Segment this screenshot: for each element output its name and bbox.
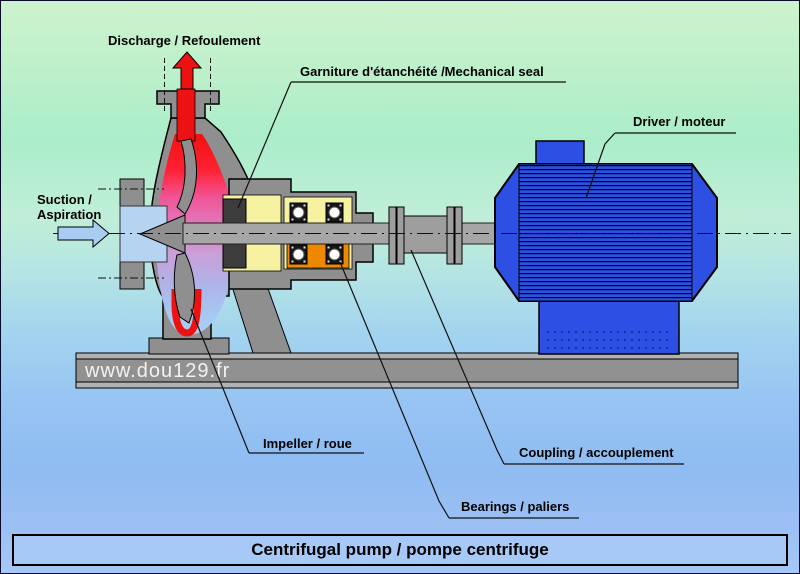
pump-pedestal — [148, 337, 230, 355]
watermark-text: www.dou129.fr — [84, 360, 230, 382]
label-suction: Suction / Aspiration — [37, 192, 101, 222]
discharge-flow-arrow — [171, 51, 203, 90]
coupling-assembly — [388, 206, 463, 265]
motor — [494, 140, 718, 355]
housing-support — [230, 282, 292, 354]
label-suction-line1: Suction / — [37, 192, 92, 207]
label-coupling: Coupling / accouplement — [519, 445, 674, 460]
suction-flow-arrow — [57, 218, 110, 249]
label-mechanical-seal: Garniture d'étanchéité /Mechanical seal — [300, 64, 544, 79]
diagram-title-bar: Centrifugal pump / pompe centrifuge — [12, 534, 788, 566]
diagram-title: Centrifugal pump / pompe centrifuge — [251, 540, 549, 559]
motor-foot — [538, 300, 680, 355]
volute-bottom-channel — [171, 288, 202, 337]
mechanical-seal-block-lower — [222, 243, 247, 269]
mechanical-seal-block — [222, 198, 247, 224]
label-discharge: Discharge / Refoulement — [108, 33, 261, 48]
label-bearings: Bearings / paliers — [461, 499, 570, 514]
baseplate: www.dou129.fr — [75, 352, 739, 389]
centerlines — [53, 58, 791, 279]
leader-lines — [190, 81, 736, 519]
motor-fins — [518, 163, 693, 302]
discharge-channel — [176, 88, 196, 142]
motor-terminal-box — [535, 140, 585, 165]
shaft-and-coupling — [182, 206, 496, 265]
label-suction-line2: Aspiration — [37, 207, 102, 222]
label-impeller: Impeller / roue — [263, 436, 352, 451]
label-driver: Driver / moteur — [633, 114, 726, 129]
